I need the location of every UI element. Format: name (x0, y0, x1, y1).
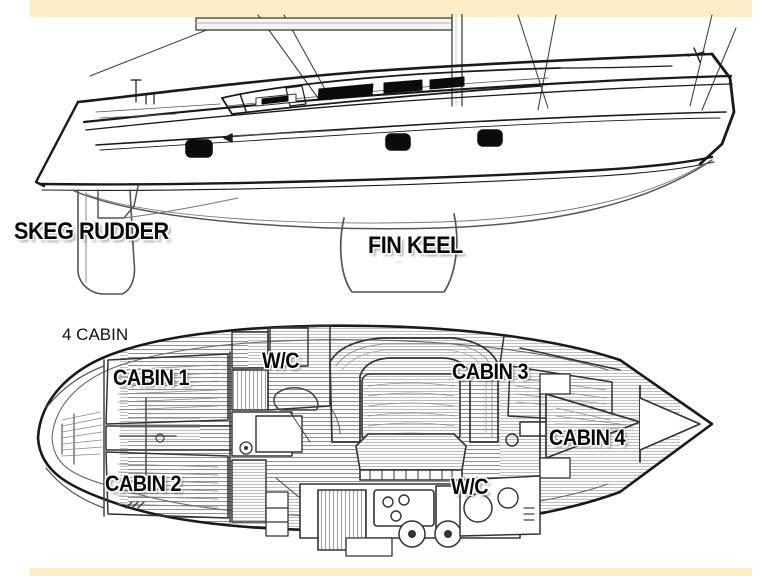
sheer-line (76, 52, 732, 104)
profile-view-drawing (0, 14, 768, 304)
compression-post (505, 433, 519, 447)
plan-svg (36, 324, 714, 557)
head-aft (459, 475, 541, 537)
hull-underbody (71, 159, 713, 230)
hull-underbody-inner (85, 163, 705, 224)
portlight-3 (477, 129, 503, 147)
chain-locker (639, 397, 701, 451)
steps-treads (369, 469, 453, 481)
rubrail-upper (82, 74, 733, 124)
stowage-marks (125, 501, 145, 509)
berth-cabin-2 (105, 451, 229, 519)
portlight-1 (185, 139, 213, 158)
stern-locker-hatch (61, 411, 103, 457)
hull-accent-stripe (95, 111, 727, 146)
genoa-track-arrow (223, 133, 233, 143)
bow-pulpit (687, 47, 705, 63)
companionway-steps (359, 469, 463, 481)
coachroof-step (285, 85, 307, 107)
top-cream-banner (30, 0, 752, 17)
window-4 (383, 79, 423, 94)
leader-line-1 (289, 411, 311, 443)
fitting-round-2-hub (244, 446, 248, 450)
boom (195, 17, 453, 31)
galley-aft-lockers (265, 491, 289, 537)
forward-lockers (539, 373, 571, 479)
berth-hatch-lines (117, 364, 219, 508)
cabin-windows (255, 76, 465, 107)
bottom-cream-banner (30, 568, 752, 576)
plan-view-drawing (0, 312, 768, 562)
hull-outline-plan (36, 324, 714, 532)
galley-foot-locker (345, 537, 393, 557)
cabin4-hatch-lines (555, 407, 627, 441)
wc-bowl-aft (463, 493, 493, 523)
rubrail-lower (85, 83, 733, 131)
berth-cabin-1 (105, 353, 229, 425)
settee-seam-1 (335, 343, 493, 439)
profile-svg (34, 14, 737, 295)
saloon-table (361, 373, 461, 443)
window-3 (317, 83, 374, 101)
fin-keel (339, 213, 458, 293)
mid-lockers (231, 327, 309, 523)
mast-step-seat (355, 433, 467, 481)
wc-basin-fwd (273, 387, 319, 411)
rudder-blade (77, 189, 136, 295)
window-5 (429, 76, 465, 90)
leader-line-2 (275, 477, 301, 499)
transom (34, 100, 80, 188)
skeg-fair (123, 197, 239, 219)
head-aft-locker (523, 507, 535, 521)
waterline-shadow (41, 161, 715, 191)
fitting-round-1 (155, 433, 165, 443)
window-2 (261, 95, 289, 105)
fitting-round-2 (239, 441, 253, 455)
hull-outline-plan-inner (51, 339, 609, 439)
companionway-edge (239, 93, 247, 112)
cabin4-vberth (539, 385, 701, 471)
deck-hardware (95, 47, 705, 119)
stove-burners (382, 494, 410, 522)
hull-portlights (185, 129, 503, 158)
wc-basin-aft (497, 487, 519, 509)
settee-seam-2 (341, 349, 487, 435)
saloon-settee (329, 337, 499, 443)
galley-sinks (398, 520, 462, 548)
waterline (38, 155, 714, 186)
portlight-2 (385, 133, 411, 151)
genoa-track (229, 129, 347, 137)
bow-stem (698, 52, 736, 166)
berth-centre-post (119, 397, 177, 481)
coachroof (221, 65, 673, 115)
